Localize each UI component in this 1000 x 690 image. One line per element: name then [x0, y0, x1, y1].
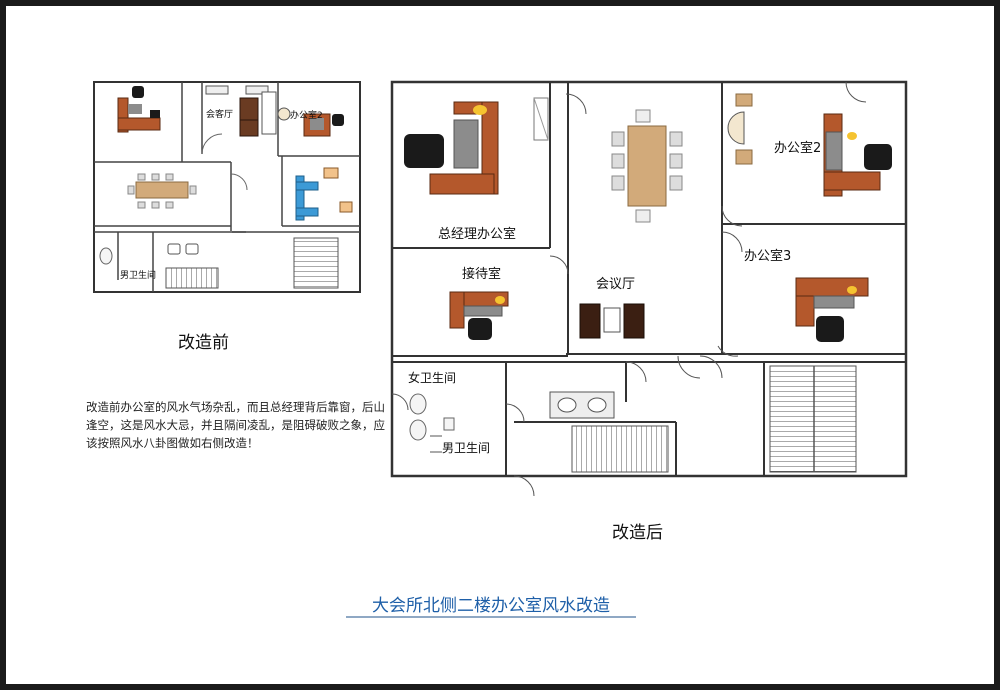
sink-icon [167, 243, 181, 255]
toilet-icon [409, 393, 427, 415]
title-underline [346, 616, 636, 618]
after-label-meeting-hall: 会议厅 [596, 277, 635, 292]
gm-chair-icon [404, 134, 444, 168]
before-label-office2: 办公室2 [290, 109, 323, 121]
after-restroom-fixtures [409, 391, 615, 453]
after-caption: 改造后 [612, 523, 663, 543]
after-interior-walls [392, 82, 906, 476]
after-label-gm-office: 总经理办公室 [438, 226, 516, 242]
chair-icon [132, 86, 144, 98]
before-interior-walls [94, 82, 360, 292]
before-description: 改造前办公室的风水气场杂乱，而且总经理背后靠窗，后山逢空，这是风水大忌，并且隔间… [86, 400, 385, 450]
after-reception-desk [449, 291, 509, 340]
after-floorplan: 总经理办公室 接待室 会议厅 办公室2 办公室3 女卫生间 男卫生间 [390, 80, 908, 497]
before-service-room [295, 167, 353, 221]
before-office2-desk [277, 107, 344, 137]
toilet-icon [99, 247, 113, 265]
before-sofa [239, 97, 259, 121]
page-title: 大会所北侧二楼办公室风水改造 [372, 596, 610, 616]
after-gm-desk [404, 101, 499, 195]
floorplans-drawing: 会客厅 办公室2 男卫生间 [93, 80, 908, 497]
after-label-reception-room: 接待室 [462, 266, 501, 282]
after-stairs-right [769, 365, 857, 473]
after-office2-furniture [727, 93, 892, 197]
before-label-reception-hall: 会客厅 [206, 108, 233, 120]
sink-icon [557, 397, 577, 413]
before-stairs [293, 237, 339, 289]
before-gm-desk [117, 86, 161, 133]
after-stairs-lower [571, 425, 669, 473]
after-meeting-hall-sofas [579, 303, 645, 339]
after-label-office2: 办公室2 [774, 140, 821, 156]
after-office3-furniture [795, 277, 869, 342]
after-door-arcs [391, 81, 867, 497]
paper-sheet: 会客厅 办公室2 男卫生间 [6, 6, 994, 684]
before-caption: 改造前 [178, 333, 229, 353]
after-meeting-table [611, 109, 683, 223]
before-floorplan: 会客厅 办公室2 男卫生间 [93, 81, 361, 293]
before-label-mens-restroom: 男卫生间 [120, 269, 156, 281]
after-label-office3: 办公室3 [744, 248, 791, 264]
after-label-womens-restroom: 女卫生间 [408, 370, 456, 385]
before-meeting-table [127, 173, 197, 209]
after-label-mens-restroom: 男卫生间 [442, 441, 490, 455]
